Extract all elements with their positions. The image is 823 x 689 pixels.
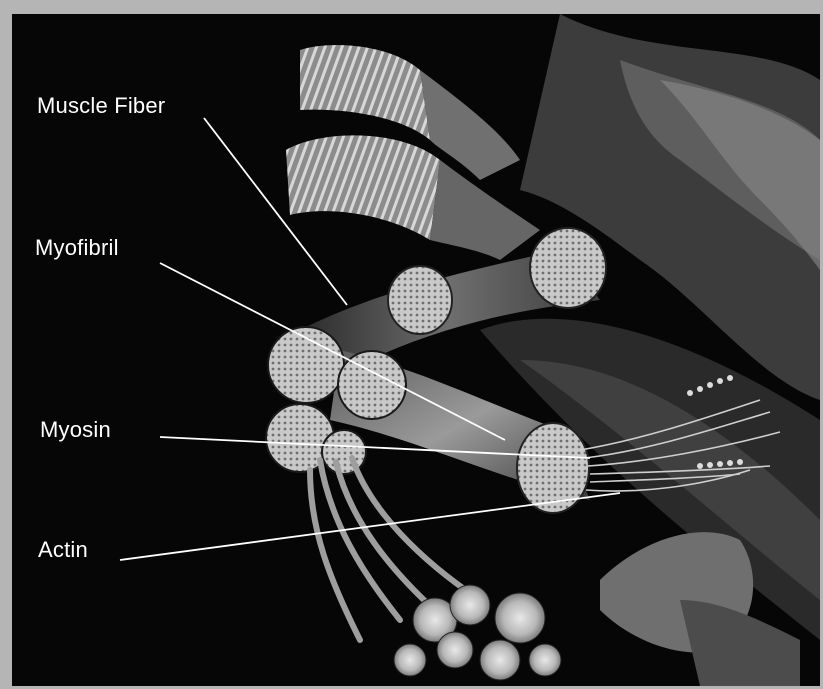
label-myosin: Myosin bbox=[40, 417, 111, 443]
striated-fan bbox=[286, 135, 440, 240]
bundle-cross-section bbox=[530, 228, 606, 308]
molecular-head bbox=[680, 600, 800, 686]
label-muscle-fiber: Muscle Fiber bbox=[37, 93, 165, 119]
bundle-cross-section bbox=[388, 266, 452, 334]
myofibril-cross-section bbox=[338, 351, 406, 419]
label-myofibril: Myofibril bbox=[35, 235, 119, 261]
striated-fan bbox=[300, 45, 430, 140]
myofibril-cross-section bbox=[322, 430, 366, 474]
label-actin: Actin bbox=[38, 537, 88, 563]
